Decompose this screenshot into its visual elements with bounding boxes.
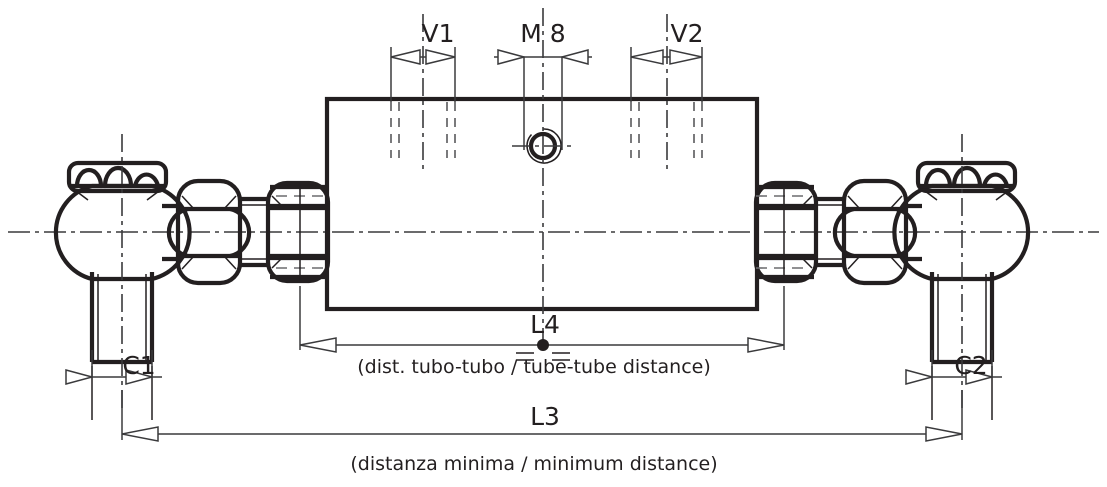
left-hex-coupling-nut xyxy=(166,178,252,286)
dimension-caption-l3: (distanza minima / minimum distance) xyxy=(350,453,717,475)
dimension-l3: L3 (distanza minima / minimum distance) xyxy=(121,390,963,475)
dimension-label-m8: M 8 xyxy=(520,19,565,48)
dimension-label-c2: C2 xyxy=(954,351,987,380)
dimension-label-l3: L3 xyxy=(530,402,560,431)
dimension-l4: L4 (dist. tubo-tubo / tube-tube distance… xyxy=(299,286,785,378)
dimension-c1: C1 xyxy=(65,350,162,385)
dimension-label-l4: L4 xyxy=(530,310,560,339)
valve-body xyxy=(324,96,760,312)
right-top-hex-nut xyxy=(915,160,1018,201)
dimension-c2: C2 xyxy=(905,350,1002,385)
dimension-label-v2: V2 xyxy=(670,19,703,48)
left-fitting-neck xyxy=(162,203,180,262)
left-connector-sleeve xyxy=(238,196,270,268)
dimension-label-c1: C1 xyxy=(122,351,155,380)
dimension-v2: V2 xyxy=(630,19,704,102)
left-tube-nut xyxy=(265,180,331,284)
dimension-caption-l4: (dist. tubo-tubo / tube-tube distance) xyxy=(357,356,711,378)
left-top-hex-nut xyxy=(66,160,169,201)
right-fitting-neck xyxy=(904,203,922,262)
internal-bore-hidden-lines xyxy=(390,102,703,158)
symmetry-dot xyxy=(537,339,549,351)
right-hex-coupling-nut xyxy=(832,178,918,286)
dimension-v1: V1 xyxy=(390,19,456,102)
dimension-label-v1: V1 xyxy=(421,19,454,48)
right-tube-nut xyxy=(753,180,819,284)
right-connector-sleeve xyxy=(814,196,846,268)
m8-threaded-port-icon xyxy=(512,128,574,164)
dimension-m8: M 8 xyxy=(494,19,592,150)
bore-center-lines xyxy=(422,14,668,172)
